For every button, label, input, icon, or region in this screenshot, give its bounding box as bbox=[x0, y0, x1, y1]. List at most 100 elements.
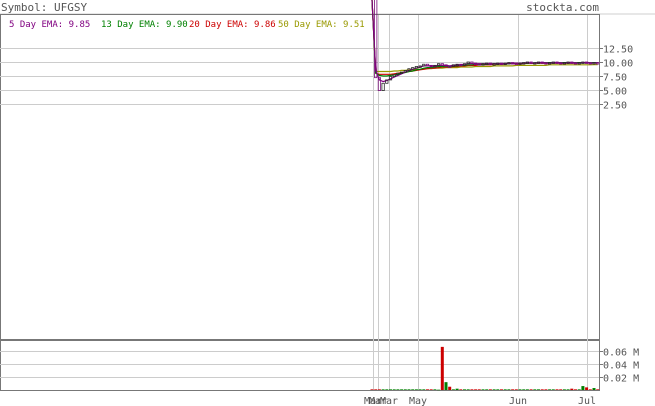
volume-bars bbox=[370, 346, 600, 391]
volume-bar bbox=[537, 389, 540, 390]
volume-bar bbox=[525, 389, 529, 390]
price-bar bbox=[510, 62, 515, 65]
volume-bar bbox=[570, 388, 574, 390]
price-bar bbox=[588, 62, 592, 65]
price-bar bbox=[407, 68, 411, 71]
volume-bar bbox=[451, 389, 455, 390]
volume-bar bbox=[403, 389, 407, 390]
volume-bar bbox=[548, 389, 552, 390]
volume-bar bbox=[585, 387, 589, 390]
volume-bar bbox=[574, 389, 577, 390]
price-bar bbox=[485, 62, 489, 66]
volume-bar bbox=[389, 389, 392, 390]
volume-bar bbox=[381, 389, 385, 390]
volume-bar bbox=[566, 389, 570, 390]
price-bar bbox=[477, 63, 481, 66]
price-bar bbox=[422, 63, 426, 67]
volume-bar bbox=[444, 382, 448, 390]
price-bar bbox=[399, 71, 404, 74]
price-bar bbox=[396, 72, 400, 76]
price-bar bbox=[581, 61, 585, 64]
volume-bar bbox=[470, 389, 474, 390]
volume-bar bbox=[592, 388, 596, 390]
price-bar bbox=[518, 62, 522, 66]
volume-bar bbox=[426, 389, 429, 390]
volume-bar bbox=[374, 389, 378, 390]
volume-bar bbox=[596, 389, 600, 390]
volume-bar bbox=[407, 389, 411, 390]
volume-bar bbox=[518, 389, 522, 390]
volume-bar bbox=[474, 389, 478, 390]
volume-bar bbox=[485, 389, 489, 390]
volume-bar bbox=[562, 389, 566, 390]
price-bar bbox=[429, 64, 433, 68]
volume-bar bbox=[385, 389, 389, 390]
price-bar bbox=[536, 61, 541, 64]
price-bar bbox=[473, 62, 478, 66]
price-bar bbox=[488, 62, 493, 66]
volume-bar bbox=[396, 389, 400, 390]
date-tick-label: May bbox=[409, 396, 427, 406]
price-bar bbox=[548, 62, 552, 65]
volume-bar bbox=[463, 389, 466, 390]
volume-axis: 0.06 M0.04 M0.02 M bbox=[599, 348, 639, 385]
volume-bar bbox=[500, 389, 503, 390]
price-bar bbox=[559, 62, 563, 65]
price-bar bbox=[503, 62, 507, 66]
price-bar bbox=[444, 64, 448, 67]
volume-bar bbox=[459, 389, 463, 390]
volume-bar bbox=[577, 389, 581, 390]
volume-bar bbox=[411, 389, 415, 390]
price-bar bbox=[492, 63, 496, 66]
price-bar bbox=[403, 70, 407, 73]
volume-bar bbox=[522, 389, 526, 390]
price-bar bbox=[448, 65, 452, 68]
volume-bar bbox=[392, 389, 396, 390]
volume-bar bbox=[422, 389, 426, 390]
price-bar bbox=[551, 61, 555, 64]
price-bar bbox=[418, 65, 422, 68]
price-bar bbox=[377, 77, 382, 91]
price-tick-label: 5.00 bbox=[603, 87, 627, 98]
site-label: stockta.com bbox=[526, 1, 599, 14]
volume-bar bbox=[514, 389, 518, 390]
volume-tick-label: 0.06 M bbox=[603, 348, 639, 359]
volume-bar bbox=[551, 389, 555, 390]
legend-ema13: 13 Day EMA: 9.90 bbox=[101, 20, 188, 30]
date-tick-label: Mar bbox=[364, 396, 382, 406]
price-bar bbox=[392, 74, 396, 77]
price-bar bbox=[540, 61, 544, 64]
price-bar bbox=[596, 62, 600, 65]
price-bar bbox=[585, 61, 589, 64]
price-lines bbox=[371, 0, 600, 91]
price-bar bbox=[507, 62, 511, 65]
volume-bar bbox=[588, 389, 592, 390]
date-tick-label: Mar bbox=[380, 396, 398, 406]
volume-bar bbox=[511, 389, 515, 390]
volume-bar bbox=[488, 389, 492, 390]
volume-bar bbox=[533, 389, 537, 390]
volume-bar bbox=[555, 389, 559, 390]
volume-panel bbox=[0, 340, 600, 391]
volume-bar bbox=[540, 389, 544, 390]
price-tick-label: 12.50 bbox=[603, 45, 633, 56]
price-bar bbox=[481, 63, 485, 66]
price-bar bbox=[411, 67, 415, 70]
price-bar bbox=[436, 63, 441, 66]
volume-bar bbox=[433, 389, 437, 390]
volume-bar bbox=[477, 389, 481, 390]
volume-bar bbox=[559, 389, 563, 390]
price-bar bbox=[496, 62, 500, 66]
volume-bar bbox=[429, 389, 433, 390]
volume-bar bbox=[370, 389, 374, 390]
volume-bar bbox=[448, 386, 452, 390]
volume-bar bbox=[503, 389, 507, 390]
price-bar bbox=[466, 61, 470, 65]
legend-ema50: 50 Day EMA: 9.51 bbox=[278, 20, 365, 30]
price-bar bbox=[385, 79, 389, 84]
price-tick-label: 10.00 bbox=[603, 59, 633, 70]
price-bar bbox=[573, 62, 578, 65]
volume-bar bbox=[400, 389, 404, 390]
volume-tick-label: 0.02 M bbox=[603, 374, 639, 385]
